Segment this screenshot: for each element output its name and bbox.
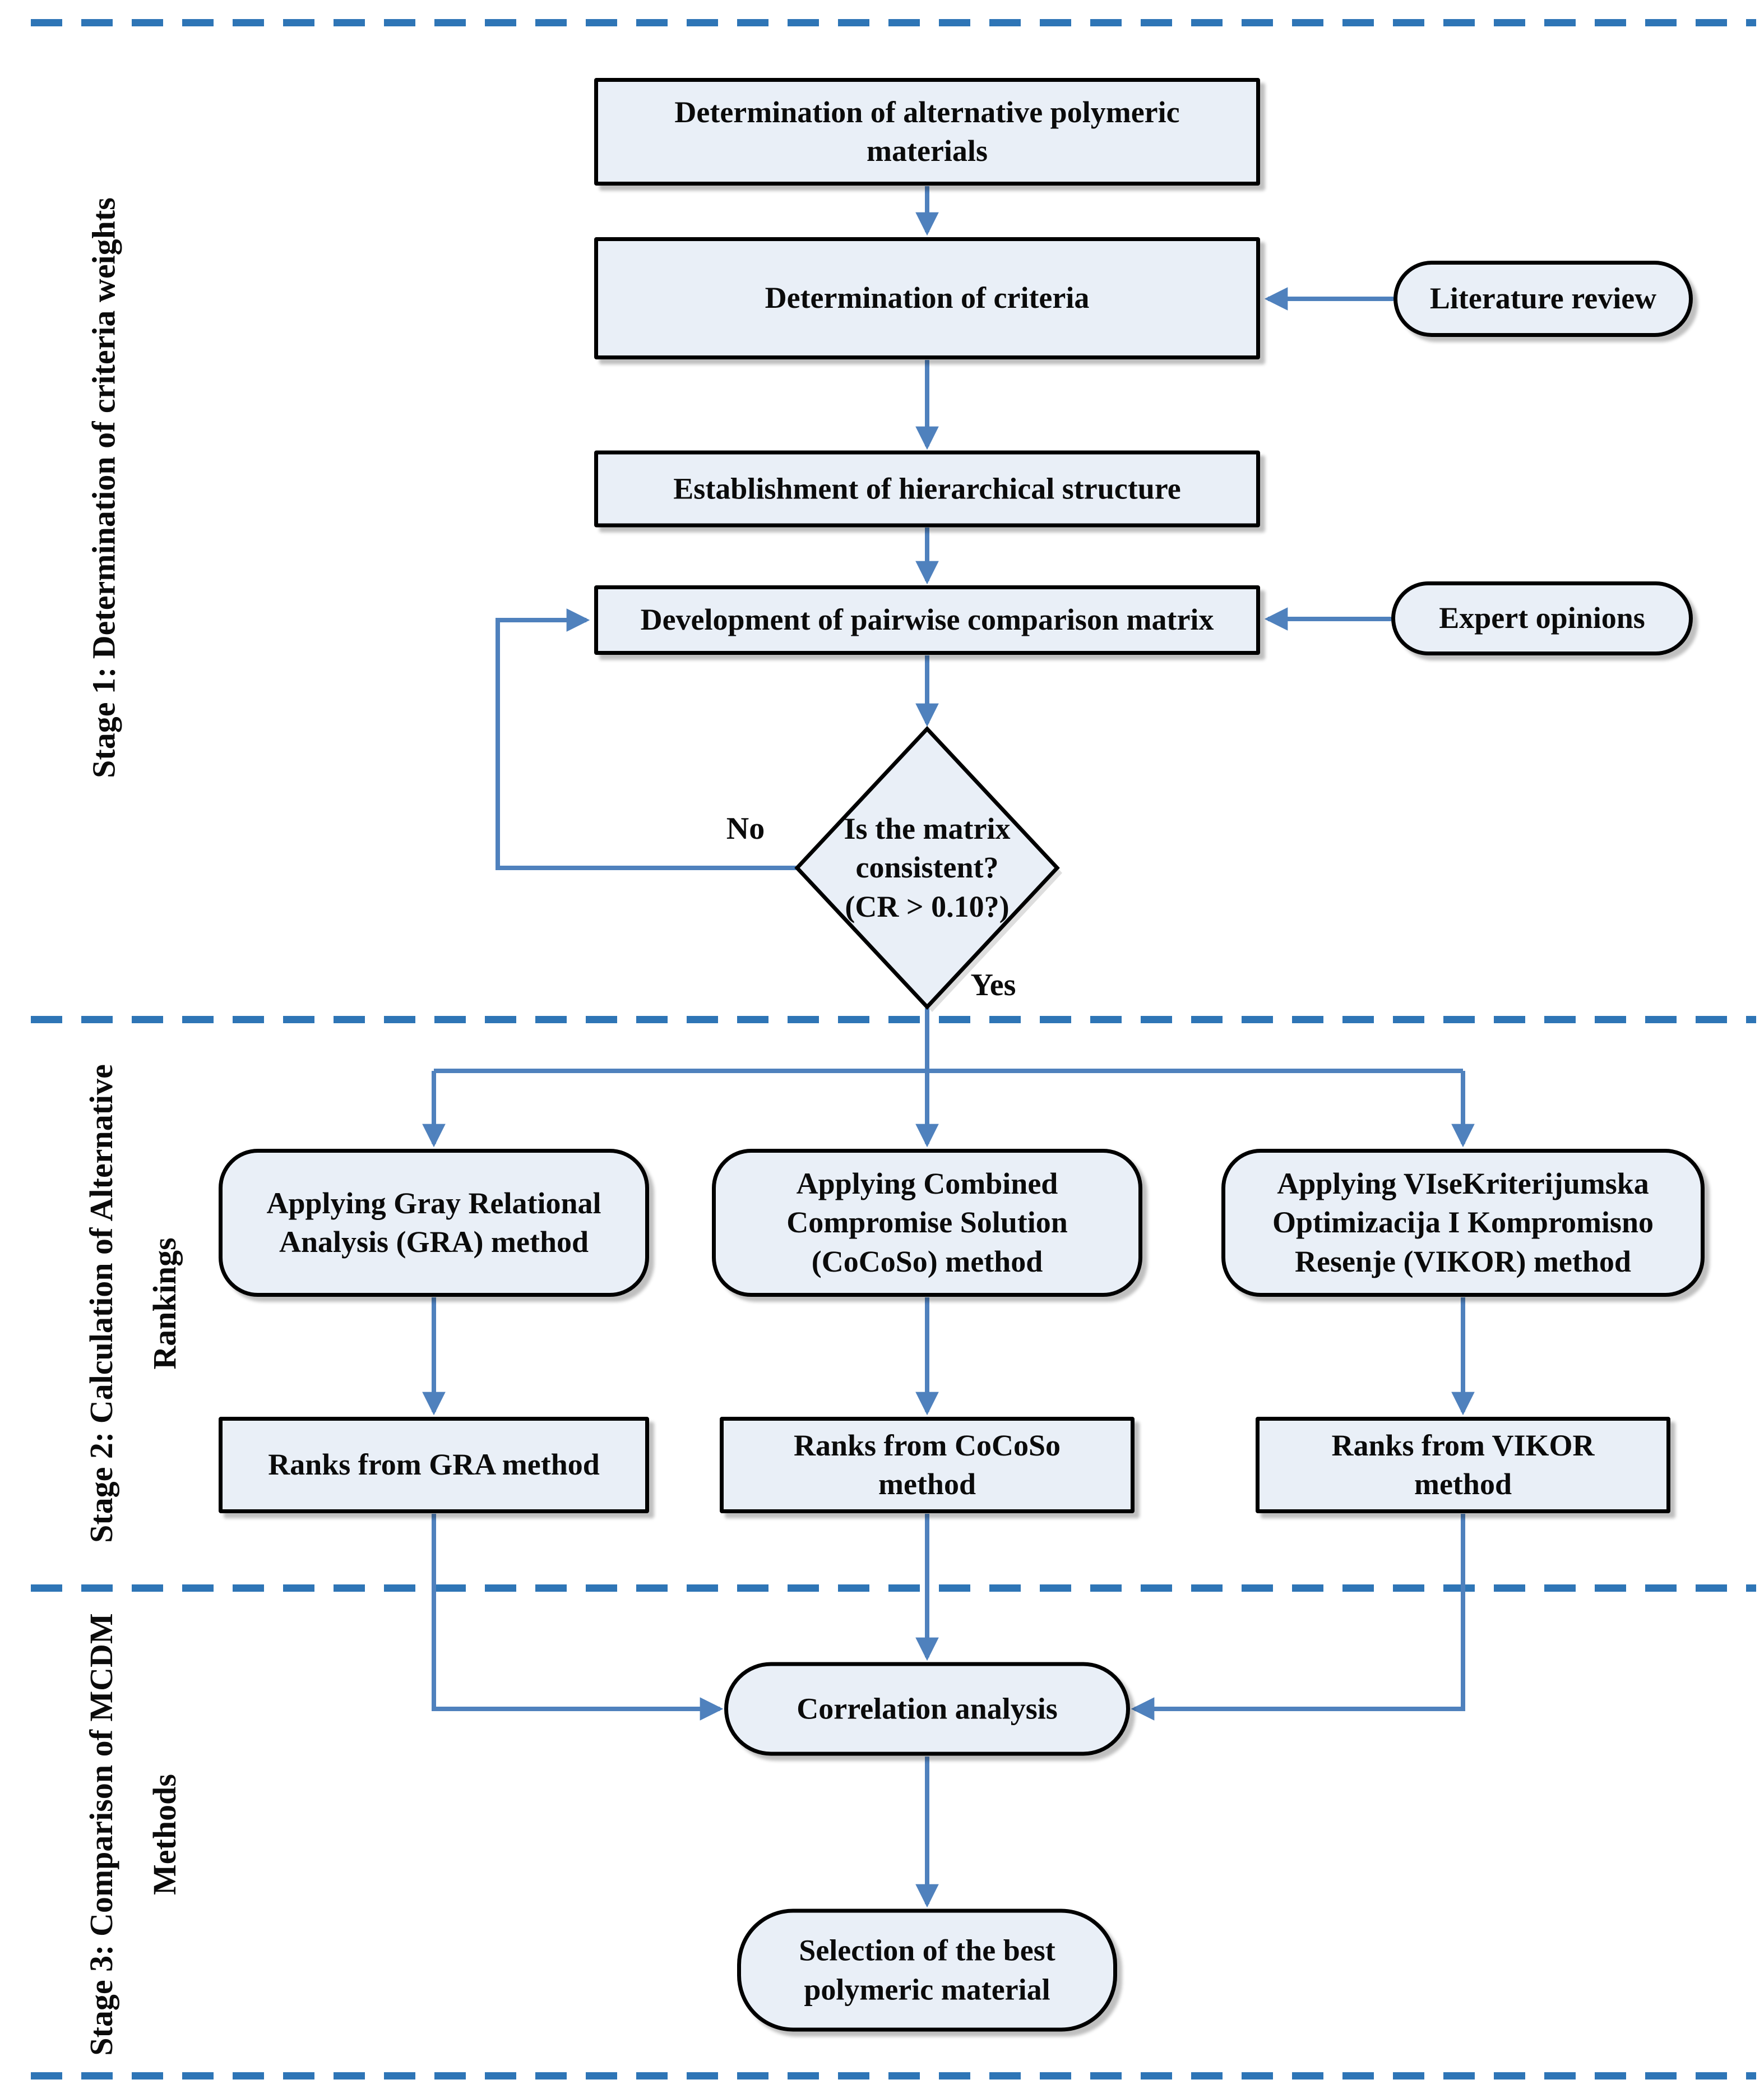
node-expert-opinions: Expert opinions: [1391, 581, 1693, 655]
arrow-no-feedback-loop: [496, 608, 797, 870]
node-consistency-check: Is the matrix consistent? (CR > 0.10?): [844, 812, 1011, 923]
node-determine-materials: Determination of alternative polymeric m…: [594, 78, 1260, 186]
arrow-gra-ranks-to-correlation: [432, 1514, 724, 1721]
decision-diamond-shape: [794, 725, 1060, 1010]
stage3-label: Stage 3: Comparison of MCDM Methods: [82, 1613, 183, 2056]
node-ranks-vikor: Ranks from VIKOR method: [1256, 1417, 1670, 1513]
node-pairwise-matrix: Development of pairwise comparison matri…: [594, 585, 1260, 655]
dashed-border-bottom: [31, 2072, 1756, 2079]
stage1-label: Stage 1: Determination of criteria weigh…: [85, 197, 122, 778]
node-cocoso-method: Applying Combined Compromise Solution (C…: [712, 1149, 1142, 1297]
stage2-stage3-divider: [31, 1584, 1756, 1592]
node-hierarchical-structure: Establishment of hierarchical structure: [594, 450, 1260, 528]
node-vikor-method: Applying VIseKriterijumska Optimizacija …: [1221, 1149, 1705, 1297]
edge-label-yes: Yes: [970, 968, 1016, 1002]
node-determine-criteria: Determination of criteria: [594, 237, 1260, 359]
node-ranks-gra: Ranks from GRA method: [219, 1417, 649, 1513]
node-best-material-selection: Selection of the best polymeric material: [737, 1908, 1117, 2032]
node-ranks-cocoso: Ranks from CoCoSo method: [720, 1417, 1135, 1513]
node-literature-review: Literature review: [1393, 261, 1693, 337]
stage1-stage2-divider: [31, 1016, 1756, 1023]
dashed-border-top: [31, 19, 1756, 26]
node-gra-method: Applying Gray Relational Analysis (GRA) …: [219, 1149, 649, 1297]
edge-label-no: No: [726, 811, 765, 846]
arrow-vikor-ranks-to-correlation: [1131, 1514, 1465, 1721]
node-correlation-analysis: Correlation analysis: [724, 1662, 1130, 1756]
